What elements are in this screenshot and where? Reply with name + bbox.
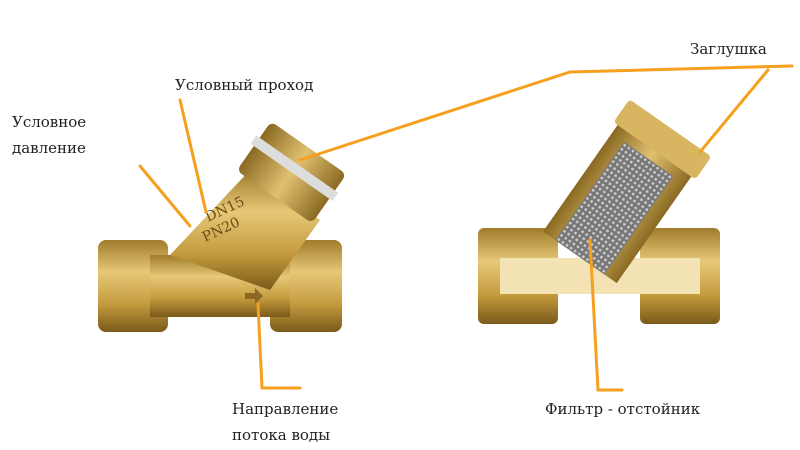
label-nominal-pressure-1: Условное xyxy=(12,113,87,131)
label-nominal-pressure-2: давление xyxy=(12,139,86,157)
leader-nominal-pressure xyxy=(138,164,192,228)
label-filter-sump: Фильтр - отстойник xyxy=(545,400,701,418)
leader-nominal-bore xyxy=(178,98,208,214)
strainer-valve-closed: DN15 PN20 xyxy=(98,123,345,332)
leader-lines xyxy=(138,64,794,392)
flow-arrow-icon xyxy=(245,288,263,304)
leader-filter xyxy=(588,238,624,392)
leader-flow-direction xyxy=(256,302,302,390)
filter-mesh xyxy=(555,141,674,275)
leader-plug-right xyxy=(698,68,770,154)
leader-plug-left xyxy=(298,64,794,162)
strainer-valve-cutaway xyxy=(478,100,720,324)
label-nominal-bore: Условный проход xyxy=(175,76,314,94)
label-flow-direction-2: потока воды xyxy=(232,426,331,444)
label-plug: Заглушка xyxy=(690,40,767,58)
label-flow-direction-1: Направление xyxy=(232,400,339,418)
